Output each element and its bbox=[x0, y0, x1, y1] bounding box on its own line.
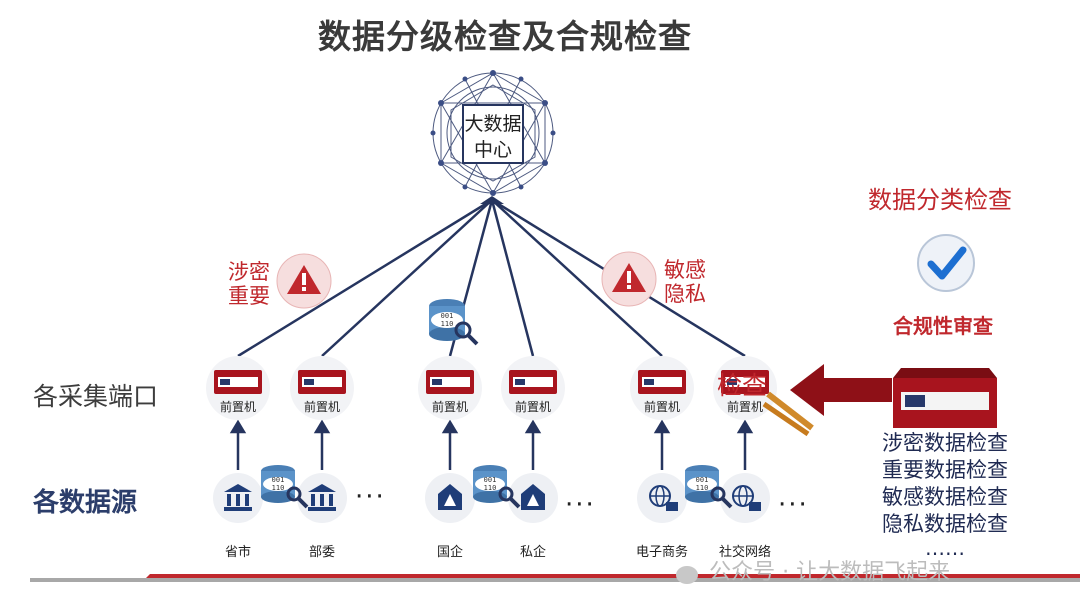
front-machine-node: 前置机 bbox=[206, 356, 270, 420]
check-more-ellipsis: …… bbox=[925, 536, 965, 560]
svg-text:110: 110 bbox=[484, 484, 497, 492]
compliance-review-label: 合规性审查 bbox=[893, 314, 993, 338]
server-icon bbox=[721, 370, 769, 394]
front-machine-node: 前置机 bbox=[290, 356, 354, 420]
government-building-icon bbox=[297, 473, 347, 523]
big-data-center-network-icon bbox=[430, 70, 556, 196]
front-machine-node: 前置机 bbox=[418, 356, 482, 420]
server-icon bbox=[426, 370, 474, 394]
server-icon bbox=[509, 370, 557, 394]
enterprise-icon bbox=[425, 473, 475, 523]
warning-icon bbox=[276, 253, 332, 309]
check-item: 涉密数据检查 bbox=[882, 431, 1008, 455]
network-computer-icon bbox=[720, 473, 770, 523]
warning-label-classified: 涉密 重要 bbox=[228, 260, 270, 308]
data-sources-label: 各数据源 bbox=[33, 487, 138, 517]
front-machine-node: 前置机 bbox=[630, 356, 694, 420]
database-scan-icon: 001 110 bbox=[429, 299, 479, 346]
front-machine-node-inspected: 前置机 bbox=[713, 356, 777, 420]
wechat-icon bbox=[676, 565, 698, 584]
svg-text:001: 001 bbox=[484, 476, 497, 484]
page-title: 数据分级检查及合规检查 bbox=[318, 17, 692, 56]
check-list: 涉密数据检查 重要数据检查 敏感数据检查 隐私数据检查 bbox=[882, 430, 1008, 538]
source-label: 私企 bbox=[519, 545, 546, 560]
checkmark-icon bbox=[917, 234, 975, 292]
check-item: 隐私数据检查 bbox=[882, 512, 1008, 536]
check-item: 敏感数据检查 bbox=[882, 485, 1008, 509]
source-label: 部委 bbox=[308, 545, 335, 560]
government-building-icon bbox=[213, 473, 263, 523]
server-icon bbox=[638, 370, 686, 394]
check-item: 重要数据检查 bbox=[882, 458, 1008, 482]
inspect-stamp: 检查 bbox=[717, 371, 768, 400]
server-icon bbox=[214, 370, 262, 394]
source-label: 社交网络 bbox=[718, 545, 771, 560]
warning-label-sensitive: 敏感 隐私 bbox=[664, 258, 706, 306]
classification-check-title: 数据分类检查 bbox=[868, 186, 1012, 214]
source-label: 省市 bbox=[224, 545, 251, 560]
network-computer-icon bbox=[637, 473, 687, 523]
front-machine-node: 前置机 bbox=[501, 356, 565, 420]
pencil-icon bbox=[762, 391, 814, 437]
warning-icon bbox=[601, 251, 657, 307]
svg-text:110: 110 bbox=[441, 320, 454, 328]
more-sources-ellipsis: ··· bbox=[355, 482, 386, 512]
source-label: 电子商务 bbox=[635, 545, 688, 560]
big-data-center-label: 大数据 中心 bbox=[464, 113, 522, 161]
svg-text:001: 001 bbox=[272, 476, 285, 484]
svg-text:001: 001 bbox=[441, 312, 454, 320]
server-icon bbox=[893, 368, 997, 428]
collection-ports-label: 各采集端口 bbox=[33, 382, 159, 411]
more-sources-ellipsis: ··· bbox=[565, 490, 596, 520]
enterprise-icon bbox=[508, 473, 558, 523]
inspect-arrow-icon bbox=[790, 364, 892, 416]
watermark: 公众号 · 让大数据飞起来 bbox=[676, 554, 950, 586]
source-label: 国企 bbox=[436, 545, 463, 560]
svg-text:110: 110 bbox=[272, 484, 285, 492]
svg-text:110: 110 bbox=[696, 484, 709, 492]
svg-text:001: 001 bbox=[696, 476, 709, 484]
server-icon bbox=[298, 370, 346, 394]
more-sources-ellipsis: ··· bbox=[778, 490, 809, 520]
